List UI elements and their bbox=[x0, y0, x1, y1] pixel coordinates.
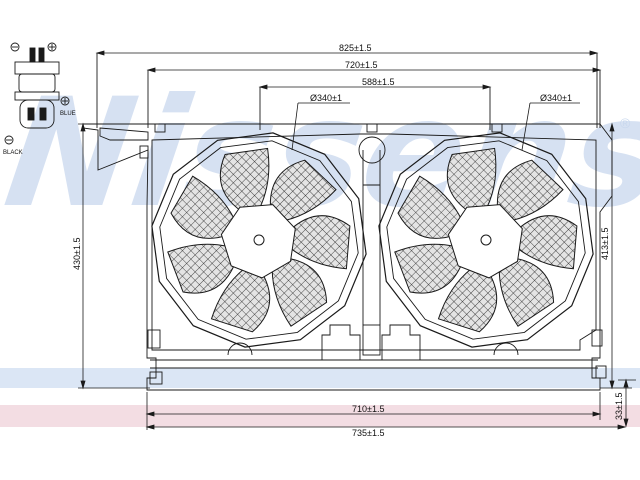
fan-blade bbox=[498, 257, 555, 327]
fan-blade bbox=[167, 243, 237, 294]
watermark-text: Nissens bbox=[0, 66, 640, 241]
fan-left-center bbox=[253, 234, 265, 246]
fan-left-inner-ring bbox=[159, 140, 359, 340]
dim-fan-spacing: 588±1.5 bbox=[362, 77, 394, 87]
fan-blade bbox=[271, 257, 328, 327]
fan-blade bbox=[437, 267, 498, 333]
dim-fan-left-diameter: Ø340±1 bbox=[310, 93, 342, 103]
blue-wire-label: BLUE bbox=[60, 111, 76, 117]
fan-blade bbox=[219, 147, 270, 213]
dim-bottom-total: 735±1.5 bbox=[352, 428, 384, 438]
fan-blade bbox=[496, 159, 564, 222]
fan-blade bbox=[515, 215, 578, 270]
fan-left-ring bbox=[151, 132, 367, 348]
black-wire-label: BLACK bbox=[3, 150, 23, 156]
fan-right-blades bbox=[394, 147, 578, 333]
fan-blade bbox=[210, 267, 271, 333]
fan-blade bbox=[170, 175, 236, 239]
dim-shroud-width: 720±1.5 bbox=[345, 60, 377, 70]
fan-left bbox=[151, 132, 367, 348]
fan-right-inner-ring bbox=[386, 140, 586, 340]
dimension-lines bbox=[78, 50, 636, 430]
minus-terminal-icon bbox=[10, 42, 20, 52]
fan-right-ring bbox=[378, 132, 594, 348]
dim-height-right: 413±1.5 bbox=[600, 228, 610, 260]
fans-group bbox=[151, 132, 594, 348]
fan-blade bbox=[446, 147, 497, 213]
fan-blade bbox=[288, 215, 351, 270]
fan-left-blades bbox=[167, 147, 351, 333]
shroud-outline bbox=[82, 53, 613, 391]
fan-blade bbox=[269, 159, 337, 222]
dim-height-left: 430±1.5 bbox=[72, 238, 82, 270]
blue-band bbox=[0, 368, 640, 388]
plus-terminal-icon bbox=[47, 42, 57, 52]
registered-mark: ® bbox=[620, 115, 631, 131]
dim-fan-right-diameter: Ø340±1 bbox=[540, 93, 572, 103]
fan-right-center bbox=[480, 234, 492, 246]
pink-band bbox=[0, 405, 640, 427]
fan-blade bbox=[397, 175, 463, 239]
connector-diagram bbox=[4, 42, 70, 145]
dim-bottom-offset: 33±1.5 bbox=[614, 393, 624, 420]
dim-bottom-width: 710±1.5 bbox=[352, 404, 384, 414]
dim-overall-width: 825±1.5 bbox=[339, 43, 371, 53]
fan-blade bbox=[394, 243, 464, 294]
fan-right bbox=[378, 132, 594, 348]
